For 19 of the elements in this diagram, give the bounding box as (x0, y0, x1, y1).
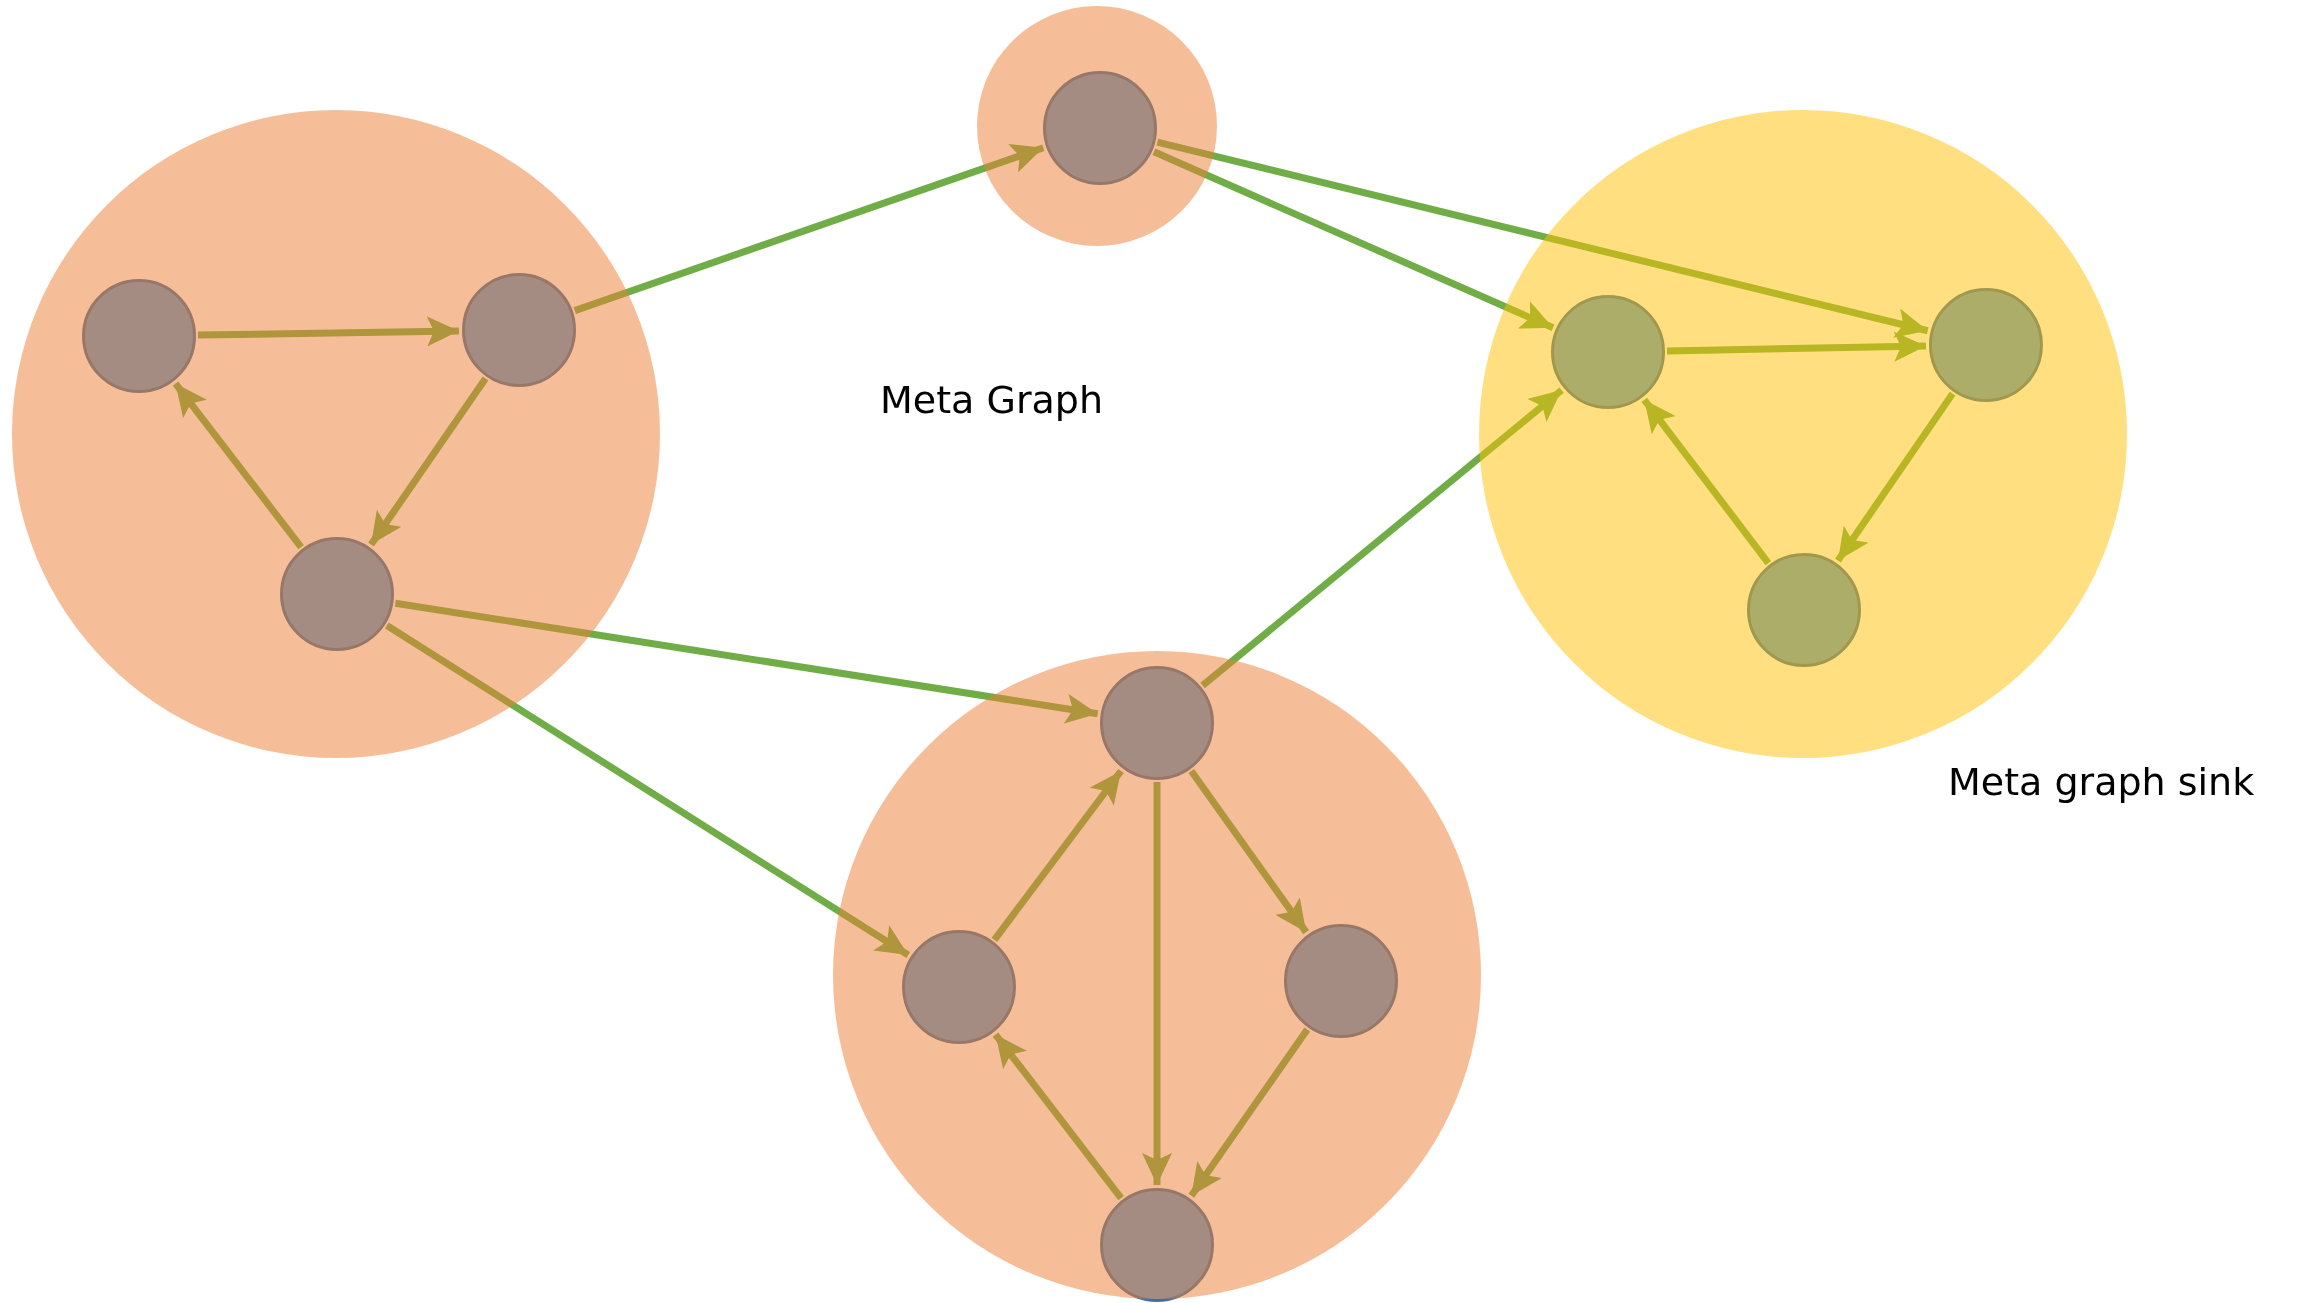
graph-label: Meta graph sink (1948, 760, 2255, 804)
arrow (573, 144, 1045, 314)
arrow (368, 376, 489, 547)
arrow (991, 768, 1124, 942)
arrow (1156, 138, 1929, 338)
arrow (1142, 782, 1172, 1185)
graph-label: Meta Graph (880, 378, 1103, 422)
arrow (1188, 1027, 1311, 1198)
arrow (1835, 391, 1956, 563)
arrow (1188, 769, 1309, 935)
arrow (992, 1032, 1124, 1201)
arrow (1641, 397, 1772, 566)
arrow (197, 316, 460, 347)
arrow (1200, 387, 1564, 689)
arrow (1152, 148, 1555, 331)
arrow (172, 381, 304, 550)
arrow (385, 622, 911, 958)
arrow (394, 599, 1099, 724)
arrow (1666, 331, 1927, 362)
